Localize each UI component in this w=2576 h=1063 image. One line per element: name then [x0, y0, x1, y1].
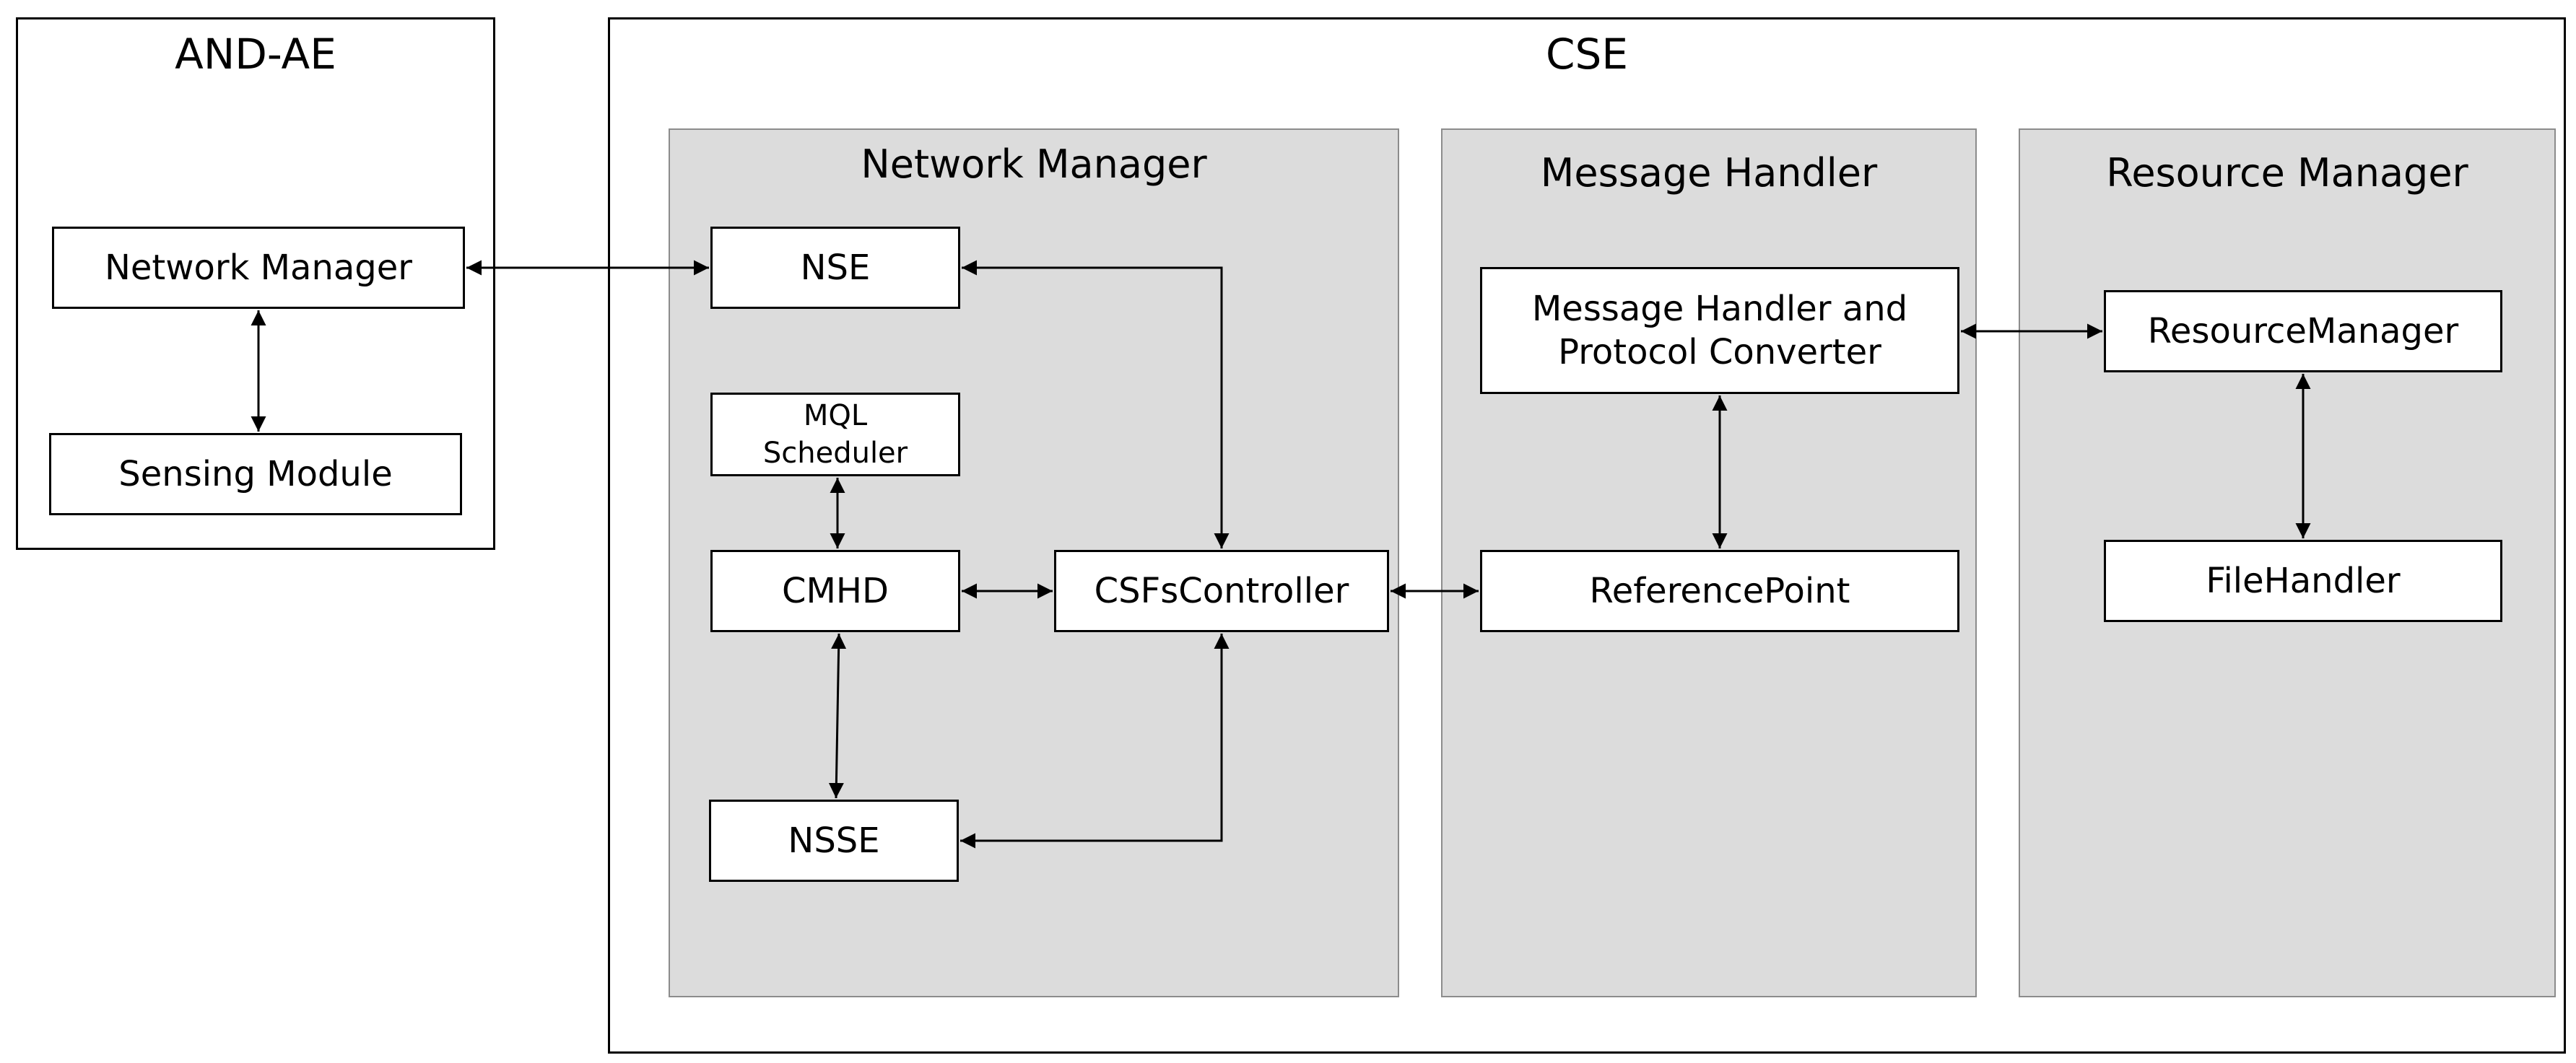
file-handler-box: FileHandler	[2104, 540, 2502, 622]
file-handler-label: FileHandler	[2206, 561, 2401, 601]
mql-scheduler-label-line1: MQL	[803, 399, 868, 432]
nse-box: NSE	[710, 227, 960, 309]
nse-label: NSE	[800, 248, 871, 288]
message-handler-panel-title: Message Handler	[1540, 150, 1878, 196]
sensing-module-box: Sensing Module	[49, 433, 462, 515]
arrow-nse-csfs	[962, 260, 1230, 548]
cmhd-label: CMHD	[782, 571, 889, 611]
nsse-label: NSSE	[788, 821, 880, 861]
message-handler-protocol-converter-box: Message Handler and Protocol Converter	[1480, 267, 1959, 394]
message-handler-protocol-label-line1: Message Handler and	[1531, 289, 1908, 329]
resource-manager-box: ResourceManager	[2104, 290, 2502, 372]
resource-manager-label: ResourceManager	[2147, 311, 2459, 351]
and-ae-network-manager-label: Network Manager	[104, 248, 413, 288]
network-manager-panel-title: Network Manager	[861, 141, 1207, 187]
message-handler-protocol-label-line2: Protocol Converter	[1558, 332, 1881, 372]
cse-title: CSE	[1546, 30, 1628, 79]
resource-manager-panel-title: Resource Manager	[2106, 150, 2468, 196]
csfs-controller-box: CSFsController	[1054, 550, 1389, 632]
sensing-module-label: Sensing Module	[118, 454, 393, 494]
and-ae-title: AND-AE	[175, 30, 336, 79]
reference-point-label: ReferencePoint	[1589, 571, 1850, 611]
arrow-nsse-csfs	[960, 634, 1230, 849]
arrow-cmhd-nsse	[828, 633, 847, 799]
mql-scheduler-box: MQL Scheduler	[710, 393, 960, 476]
nsse-box: NSSE	[709, 800, 959, 882]
cmhd-box: CMHD	[710, 550, 960, 632]
reference-point-box: ReferencePoint	[1480, 550, 1959, 632]
and-ae-network-manager-box: Network Manager	[52, 227, 465, 309]
mql-scheduler-label-line2: Scheduler	[762, 437, 908, 470]
csfs-controller-label: CSFsController	[1094, 571, 1349, 611]
